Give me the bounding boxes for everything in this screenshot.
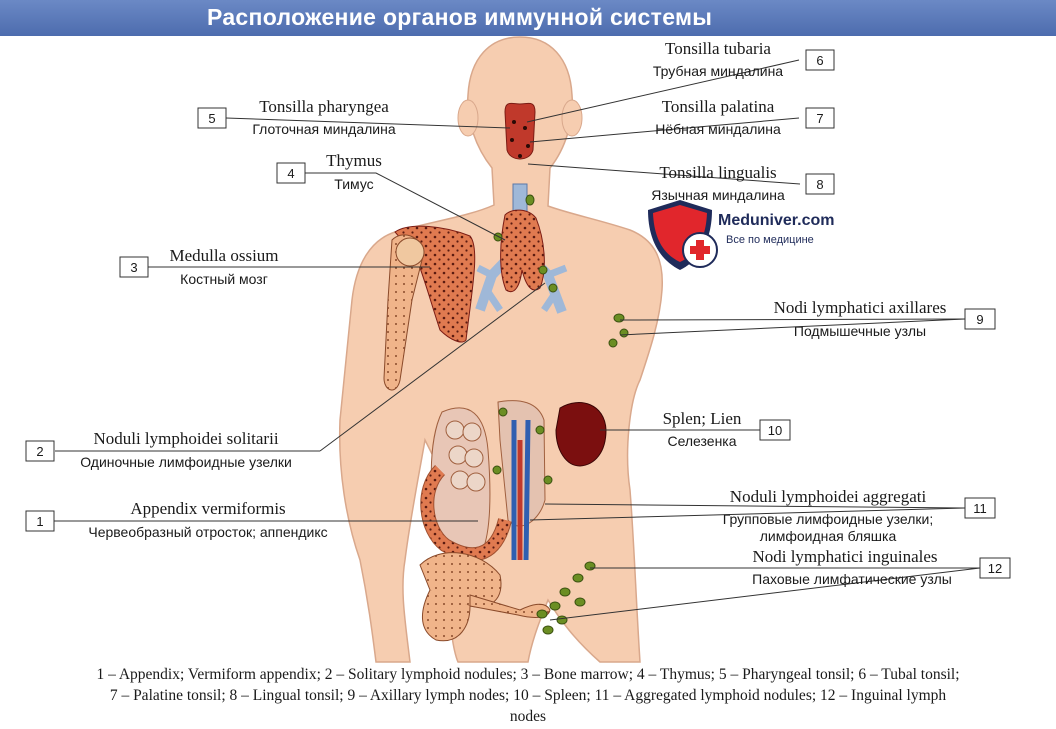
label-4: 4 Thymus Тимус xyxy=(276,151,382,192)
russian-name: Подмышечные узлы xyxy=(794,323,926,339)
title-bar: Расположение органов иммунной системы xyxy=(0,0,1056,36)
russian-name-line2: лимфоидная бляшка xyxy=(760,528,897,544)
russian-name: Трубная миндалина xyxy=(653,63,783,79)
russian-name: Глоточная миндалина xyxy=(252,121,395,137)
label-7: 7 Tonsilla palatina Нёбная миндалина xyxy=(655,97,835,137)
russian-name: Селезенка xyxy=(667,433,736,449)
label-number: 6 xyxy=(816,53,823,68)
label-number: 9 xyxy=(976,312,983,327)
brand-name[interactable]: Meduniver.com xyxy=(718,212,835,229)
thymus-organ xyxy=(500,209,545,293)
latin-name: Nodi lymphatici inguinales xyxy=(752,547,937,566)
latin-name: Noduli lymphoidei solitarii xyxy=(93,429,278,448)
label-6: 6 Tonsilla tubaria Трубная миндалина xyxy=(653,39,835,79)
label-5: 5 Tonsilla pharyngea Глоточная миндалина xyxy=(197,97,396,137)
russian-name: Одиночные лимфоидные узелки xyxy=(80,454,292,470)
latin-name: Tonsilla lingualis xyxy=(659,163,776,182)
latin-name: Thymus xyxy=(326,151,382,170)
figure-caption: 1 – Appendix; Vermiform appendix; 2 – So… xyxy=(0,664,1056,727)
page-title: Расположение органов иммунной системы xyxy=(207,4,713,30)
russian-name: Тимус xyxy=(334,176,373,192)
lymph-nodes xyxy=(492,194,629,635)
label-10: 10 Splen; Lien Селезенка xyxy=(663,409,791,449)
latin-name: Tonsilla pharyngea xyxy=(259,97,389,116)
russian-name: Язычная миндалина xyxy=(651,187,785,203)
caption-line: 7 – Palatine tonsil; 8 – Lingual tonsil;… xyxy=(109,687,947,704)
label-11: 11 Noduli lymphoidei aggregati Групповые… xyxy=(723,487,996,544)
latin-name: Appendix vermiformis xyxy=(130,499,285,518)
latin-name: Medulla ossium xyxy=(169,246,278,265)
latin-name: Tonsilla palatina xyxy=(662,97,775,116)
caption-line: 1 – Appendix; Vermiform appendix; 2 – So… xyxy=(96,666,960,683)
label-number: 2 xyxy=(36,444,43,459)
label-3: 3 Medulla ossium Костный мозг xyxy=(119,246,279,287)
tonsils xyxy=(504,102,536,160)
body-silhouette xyxy=(338,36,664,663)
label-12: 12 Nodi lymphatici inguinales Паховые ли… xyxy=(752,547,1011,587)
latin-name: Tonsilla tubaria xyxy=(665,39,771,58)
russian-name: Нёбная миндалина xyxy=(655,121,781,137)
russian-name: Червеобразный отросток; аппендикс xyxy=(88,524,327,540)
brand-tagline: Все по медицине xyxy=(726,234,814,246)
label-number: 7 xyxy=(816,111,823,126)
label-number: 12 xyxy=(988,561,1002,576)
spleen-organ xyxy=(555,402,607,467)
shield-cross-icon xyxy=(648,200,718,270)
bone-marrow xyxy=(383,225,476,391)
label-9: 9 Nodi lymphatici axillares Подмышечные … xyxy=(774,298,996,339)
russian-name: Костный мозг xyxy=(180,271,268,287)
latin-name: Noduli lymphoidei aggregati xyxy=(730,487,927,506)
caption-line: nodes xyxy=(509,708,547,725)
label-number: 4 xyxy=(287,166,294,181)
label-8: 8 Tonsilla lingualis Язычная миндалина xyxy=(651,163,835,203)
label-number: 1 xyxy=(36,514,43,529)
latin-name: Splen; Lien xyxy=(663,409,742,428)
intestines xyxy=(420,400,546,562)
russian-name: Паховые лимфатические узлы xyxy=(752,571,952,587)
label-number: 5 xyxy=(208,111,215,126)
russian-name: Групповые лимфоидные узелки; xyxy=(723,511,934,527)
label-1: 1 Appendix vermiformis Червеобразный отр… xyxy=(25,499,328,540)
label-number: 11 xyxy=(973,501,987,516)
label-number: 8 xyxy=(816,177,823,192)
leader-lines xyxy=(54,59,981,621)
label-2: 2 Noduli lymphoidei solitarii Одиночные … xyxy=(25,429,292,470)
pelvis-bone xyxy=(419,552,551,642)
label-number: 3 xyxy=(130,260,137,275)
label-number: 10 xyxy=(768,423,782,438)
latin-name: Nodi lymphatici axillares xyxy=(774,298,947,317)
